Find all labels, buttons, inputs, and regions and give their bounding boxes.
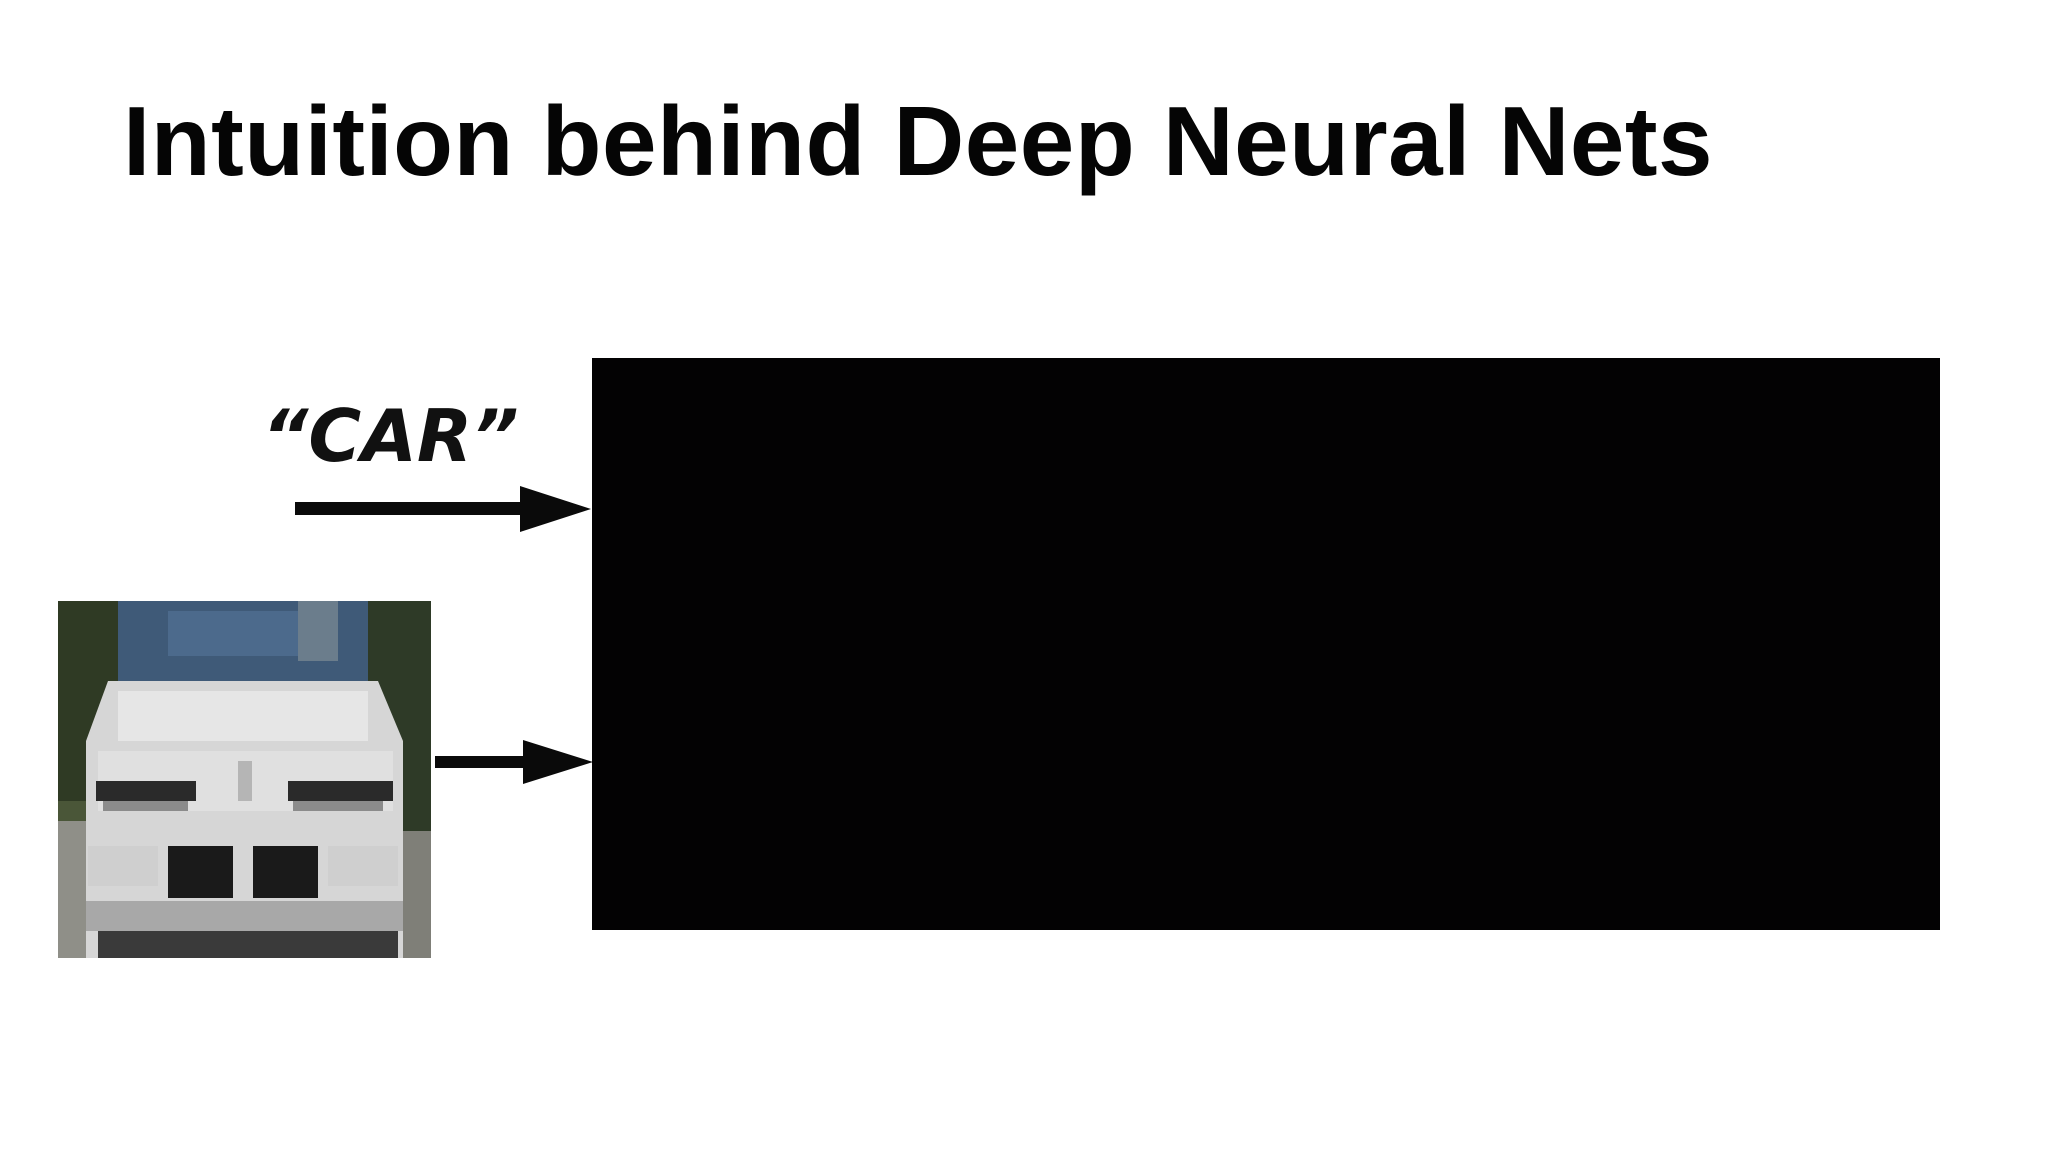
car-image [58,601,431,958]
label-arrow-icon [295,486,591,532]
black-box [592,358,1940,930]
car-label: “CAR” [262,394,519,478]
image-arrow-icon [435,740,593,784]
slide-title: Intuition behind Deep Neural Nets [123,86,1714,196]
